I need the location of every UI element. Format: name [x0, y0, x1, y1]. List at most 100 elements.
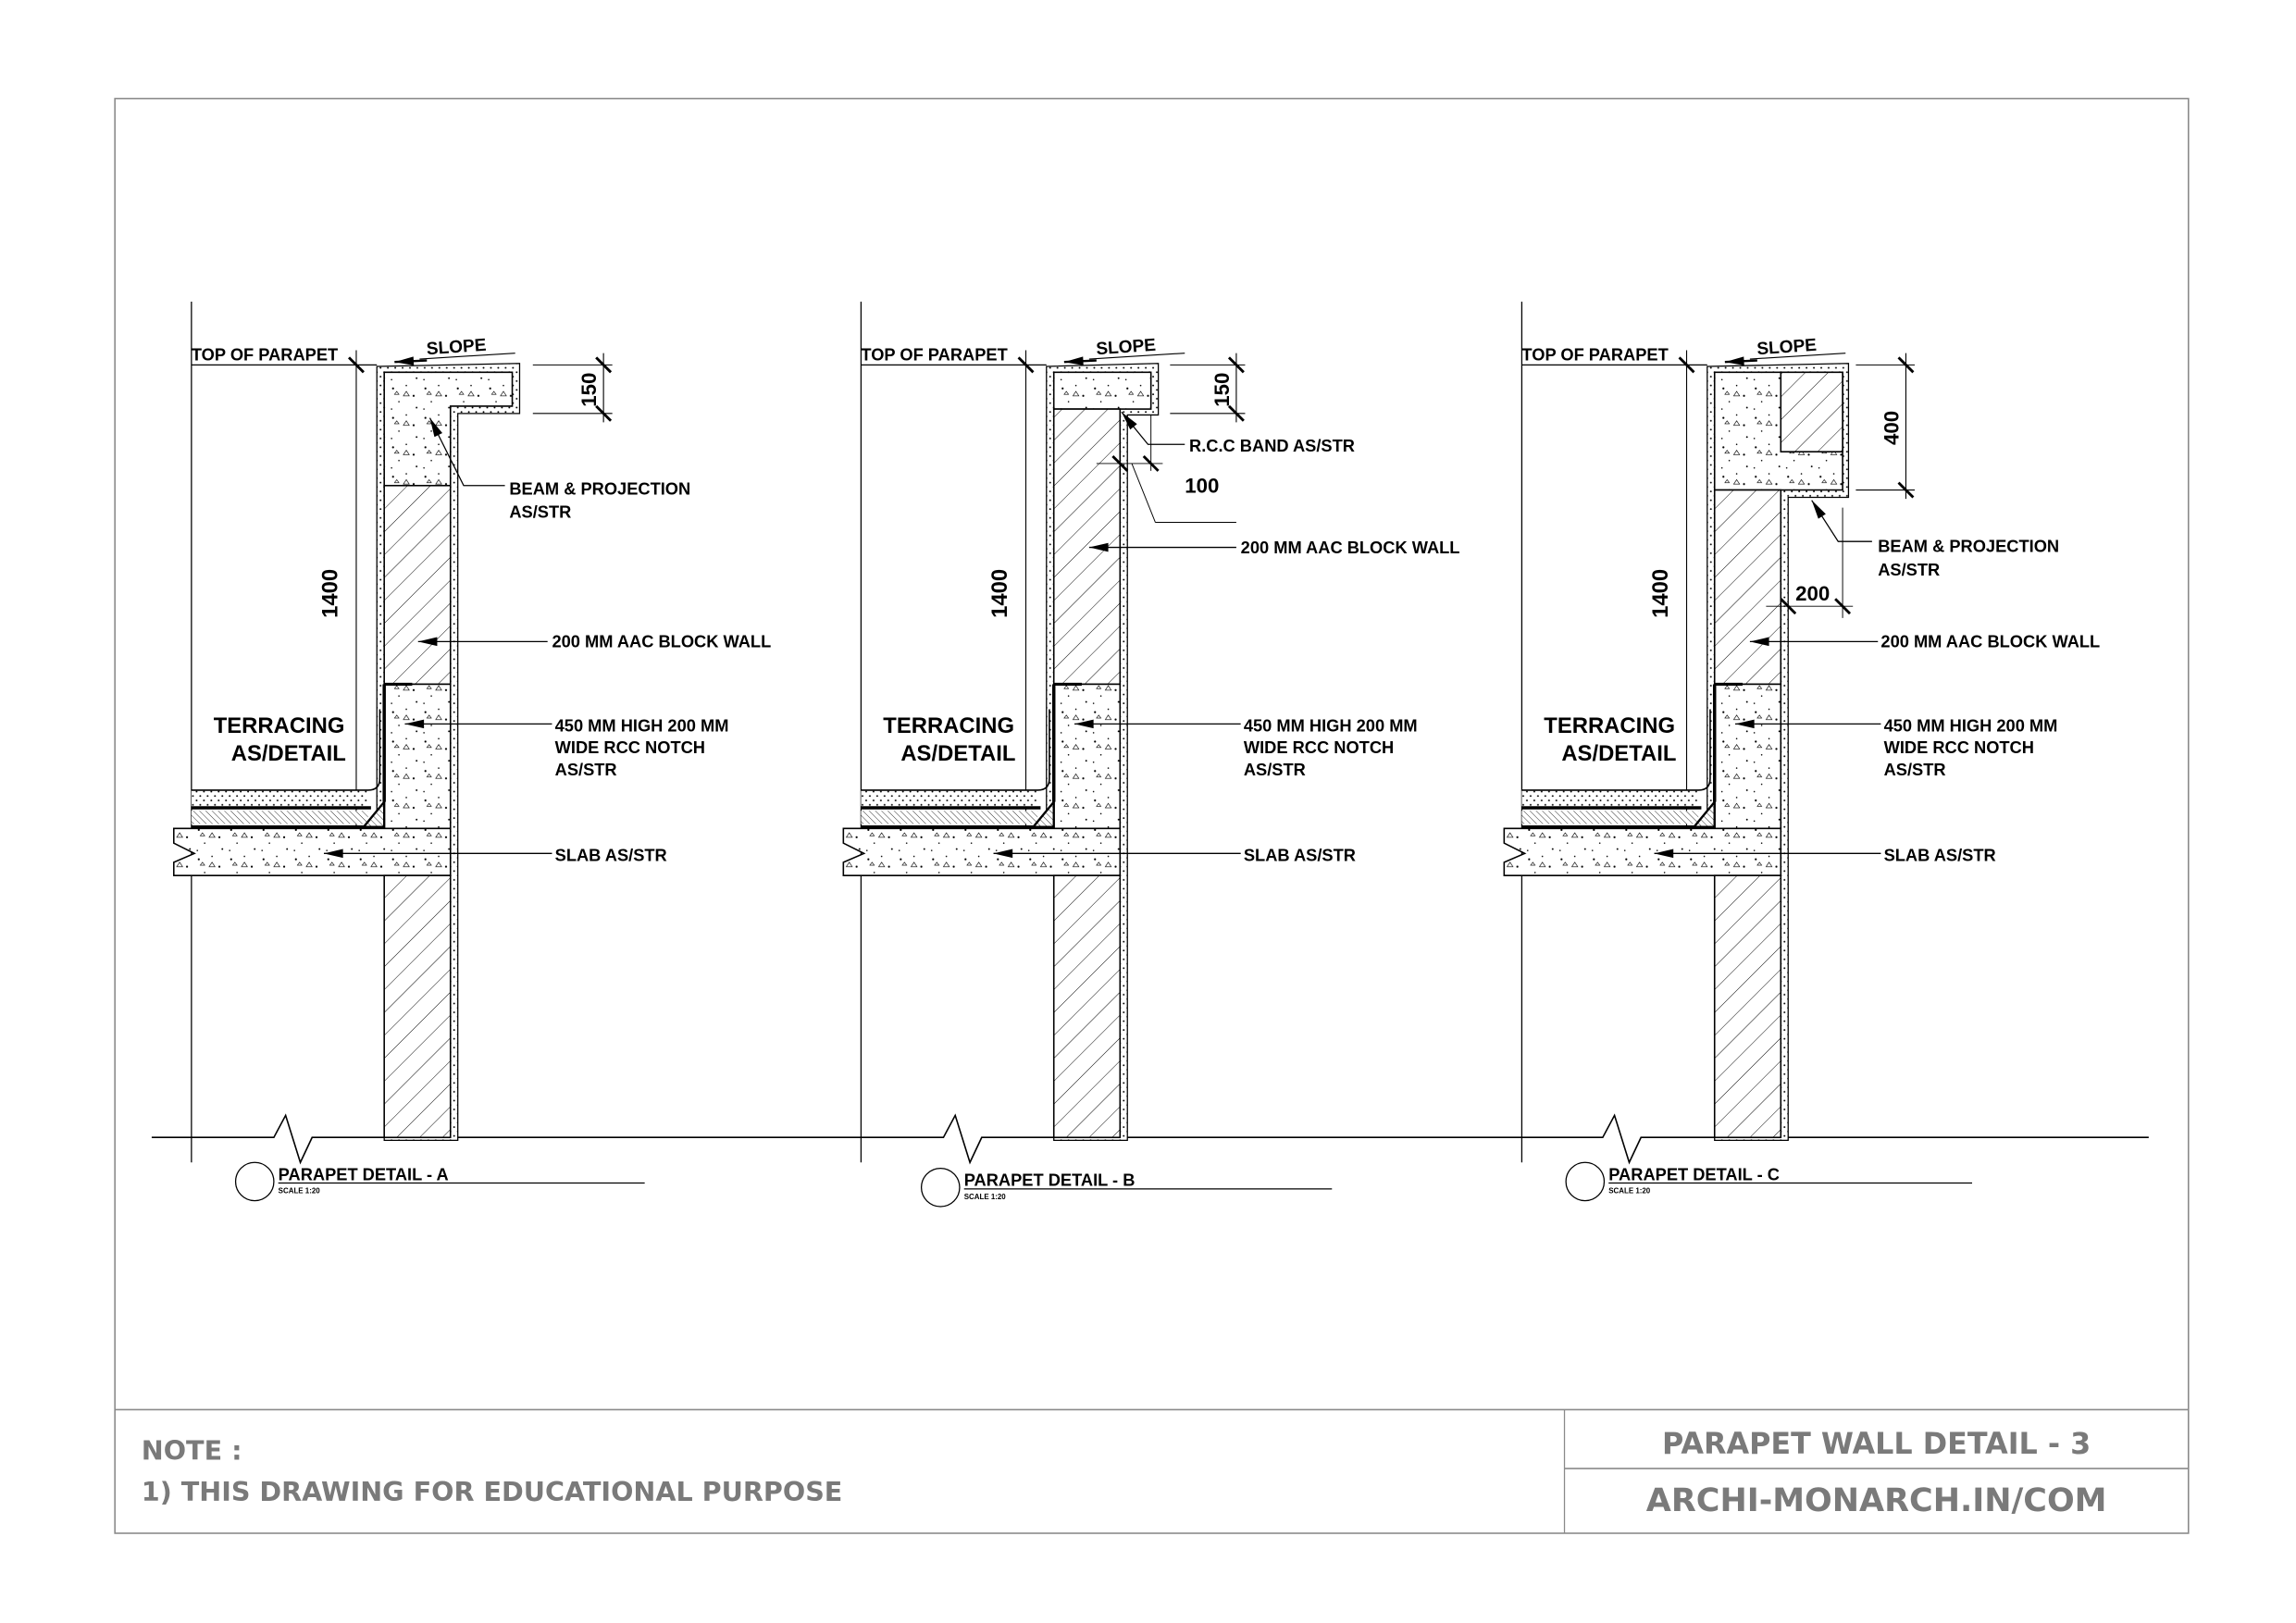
- dimension-tick: [1897, 481, 1915, 499]
- height-dimension-text: 1400: [987, 569, 1012, 618]
- leader-arrow-icon: [1074, 719, 1094, 729]
- aac-wall-label: 200 MM AAC BLOCK WALL: [1241, 538, 1460, 557]
- rcc-notch-label: WIDE RCC NOTCH: [1884, 737, 2034, 757]
- top-dimension-text: 150: [1210, 373, 1234, 407]
- slab-label: SLAB AS/STR: [1244, 845, 1356, 864]
- dimension-tick: [1142, 454, 1160, 472]
- dimension-tick: [595, 356, 613, 374]
- dimension-tick: [1227, 356, 1245, 374]
- detail-title-b: PARAPET DETAIL - B SCALE 1:20: [920, 1167, 1333, 1208]
- terracing-upturn: [191, 709, 381, 791]
- website-label: ARCHI-MONARCH.IN/COM: [1646, 1482, 2107, 1519]
- terracing-fillet: [361, 799, 386, 828]
- leader-arrow-icon: [417, 637, 438, 647]
- ground-break-line: [151, 1113, 2149, 1165]
- slope-line: [1088, 353, 1185, 360]
- terracing-label: TERRACING: [883, 713, 1014, 738]
- rcc-notch: [383, 683, 452, 830]
- top-of-parapet-label: TOP OF PARAPET: [192, 345, 338, 365]
- dimension-tick: [1897, 356, 1915, 374]
- aac-block-wall: [1713, 489, 1782, 686]
- detail-scale: SCALE 1:20: [964, 1193, 1007, 1201]
- sheet-frame: [114, 97, 2190, 1534]
- leader-arrow-icon: [1121, 412, 1137, 430]
- rcc-band: [1052, 371, 1152, 410]
- rcc-notch-label: WIDE RCC NOTCH: [555, 737, 705, 757]
- lower-wall: [383, 874, 452, 1139]
- rcc-notch-label: AS/STR: [555, 760, 617, 779]
- terracing-fillet: [1691, 799, 1716, 828]
- terracing-hatch-layer: [861, 811, 1038, 824]
- detail-title: PARAPET DETAIL - B: [964, 1171, 1136, 1190]
- aac-block-wall: [1052, 408, 1122, 686]
- dimension-tick: [1780, 598, 1797, 615]
- slope-arrow: [394, 359, 428, 364]
- terracing-label: AS/DETAIL: [231, 741, 346, 766]
- detail-scale: SCALE 1:20: [279, 1187, 321, 1196]
- beam-leader: [428, 417, 505, 487]
- note-heading: NOTE :: [142, 1434, 242, 1466]
- terracing-screed: [1521, 789, 1699, 807]
- beam-projection: [383, 371, 514, 487]
- rcc-notch-label: 450 MM HIGH 200 MM: [1244, 715, 1418, 735]
- roof-slab: [172, 827, 452, 876]
- leader-arrow-icon: [1749, 637, 1769, 647]
- leader-arrow-icon: [404, 719, 425, 729]
- top-of-parapet-label: TOP OF PARAPET: [1521, 345, 1668, 365]
- leader-arrow-icon: [429, 417, 442, 438]
- terracing-screed: [861, 789, 1038, 807]
- detail-marker-circle-icon: [920, 1167, 961, 1208]
- rcc-notch-label: AS/STR: [1244, 760, 1306, 779]
- leader-arrow-icon: [1088, 542, 1109, 552]
- rcc-band-label: R.C.C BAND AS/STR: [1189, 436, 1355, 455]
- detail-title: PARAPET DETAIL - A: [279, 1164, 449, 1183]
- rcc-notch: [1052, 683, 1122, 830]
- slope-arrow: [1724, 359, 1757, 364]
- width-dimension-text: 200: [1795, 582, 1830, 605]
- height-dimension-text: 1400: [317, 569, 342, 618]
- detail-title: PARAPET DETAIL - C: [1608, 1164, 1780, 1183]
- leader-arrow-icon: [993, 849, 1013, 859]
- aac-wall-label: 200 MM AAC BLOCK WALL: [1880, 632, 2100, 651]
- terracing-label: AS/DETAIL: [1561, 741, 1676, 766]
- top-dimension-text: 400: [1880, 411, 1904, 445]
- beam-projection-label: BEAM & PROJECTION: [509, 478, 690, 498]
- dimension-tick: [1834, 598, 1852, 615]
- dimension-leader: [1131, 463, 1156, 523]
- terracing-label: TERRACING: [1544, 713, 1675, 738]
- dimension-tick: [595, 404, 613, 422]
- top-of-parapet-label: TOP OF PARAPET: [861, 345, 1007, 365]
- dimension-tick: [1111, 454, 1129, 472]
- height-dimension-text: 1400: [1648, 569, 1673, 618]
- terracing-upturn: [861, 709, 1050, 791]
- width-dimension-text: 100: [1185, 475, 1219, 498]
- block-infill: [1780, 371, 1843, 452]
- lower-wall: [1713, 874, 1782, 1139]
- slab-label: SLAB AS/STR: [555, 845, 667, 864]
- roof-slab: [842, 827, 1122, 876]
- rcc-notch-label: 450 MM HIGH 200 MM: [555, 715, 729, 735]
- terracing-screed: [191, 789, 368, 807]
- leader-arrow-icon: [1734, 719, 1755, 729]
- top-dimension-text: 150: [577, 373, 601, 407]
- beam-projection-label: BEAM & PROJECTION: [1878, 536, 2059, 555]
- detail-marker-circle-icon: [1565, 1161, 1606, 1202]
- detail-scale: SCALE 1:20: [1608, 1187, 1651, 1196]
- rcc-notch-label: 450 MM HIGH 200 MM: [1884, 715, 2058, 735]
- leader-arrow-icon: [1811, 500, 1826, 519]
- note-text: 1) THIS DRAWING FOR EDUCATIONAL PURPOSE: [142, 1476, 843, 1507]
- detail-marker-circle-icon: [234, 1161, 275, 1202]
- rcc-notch-label: AS/STR: [1884, 760, 1946, 779]
- terracing-label: AS/DETAIL: [900, 741, 1015, 766]
- dimension-tick: [1227, 404, 1245, 422]
- leader-arrow-icon: [1654, 849, 1674, 859]
- title-block: NOTE : 1) THIS DRAWING FOR EDUCATIONAL P…: [142, 1427, 2107, 1519]
- terracing-upturn: [1521, 709, 1711, 791]
- slope-line: [419, 353, 515, 360]
- terracing-fillet: [1030, 799, 1055, 828]
- aac-block-wall: [383, 484, 452, 686]
